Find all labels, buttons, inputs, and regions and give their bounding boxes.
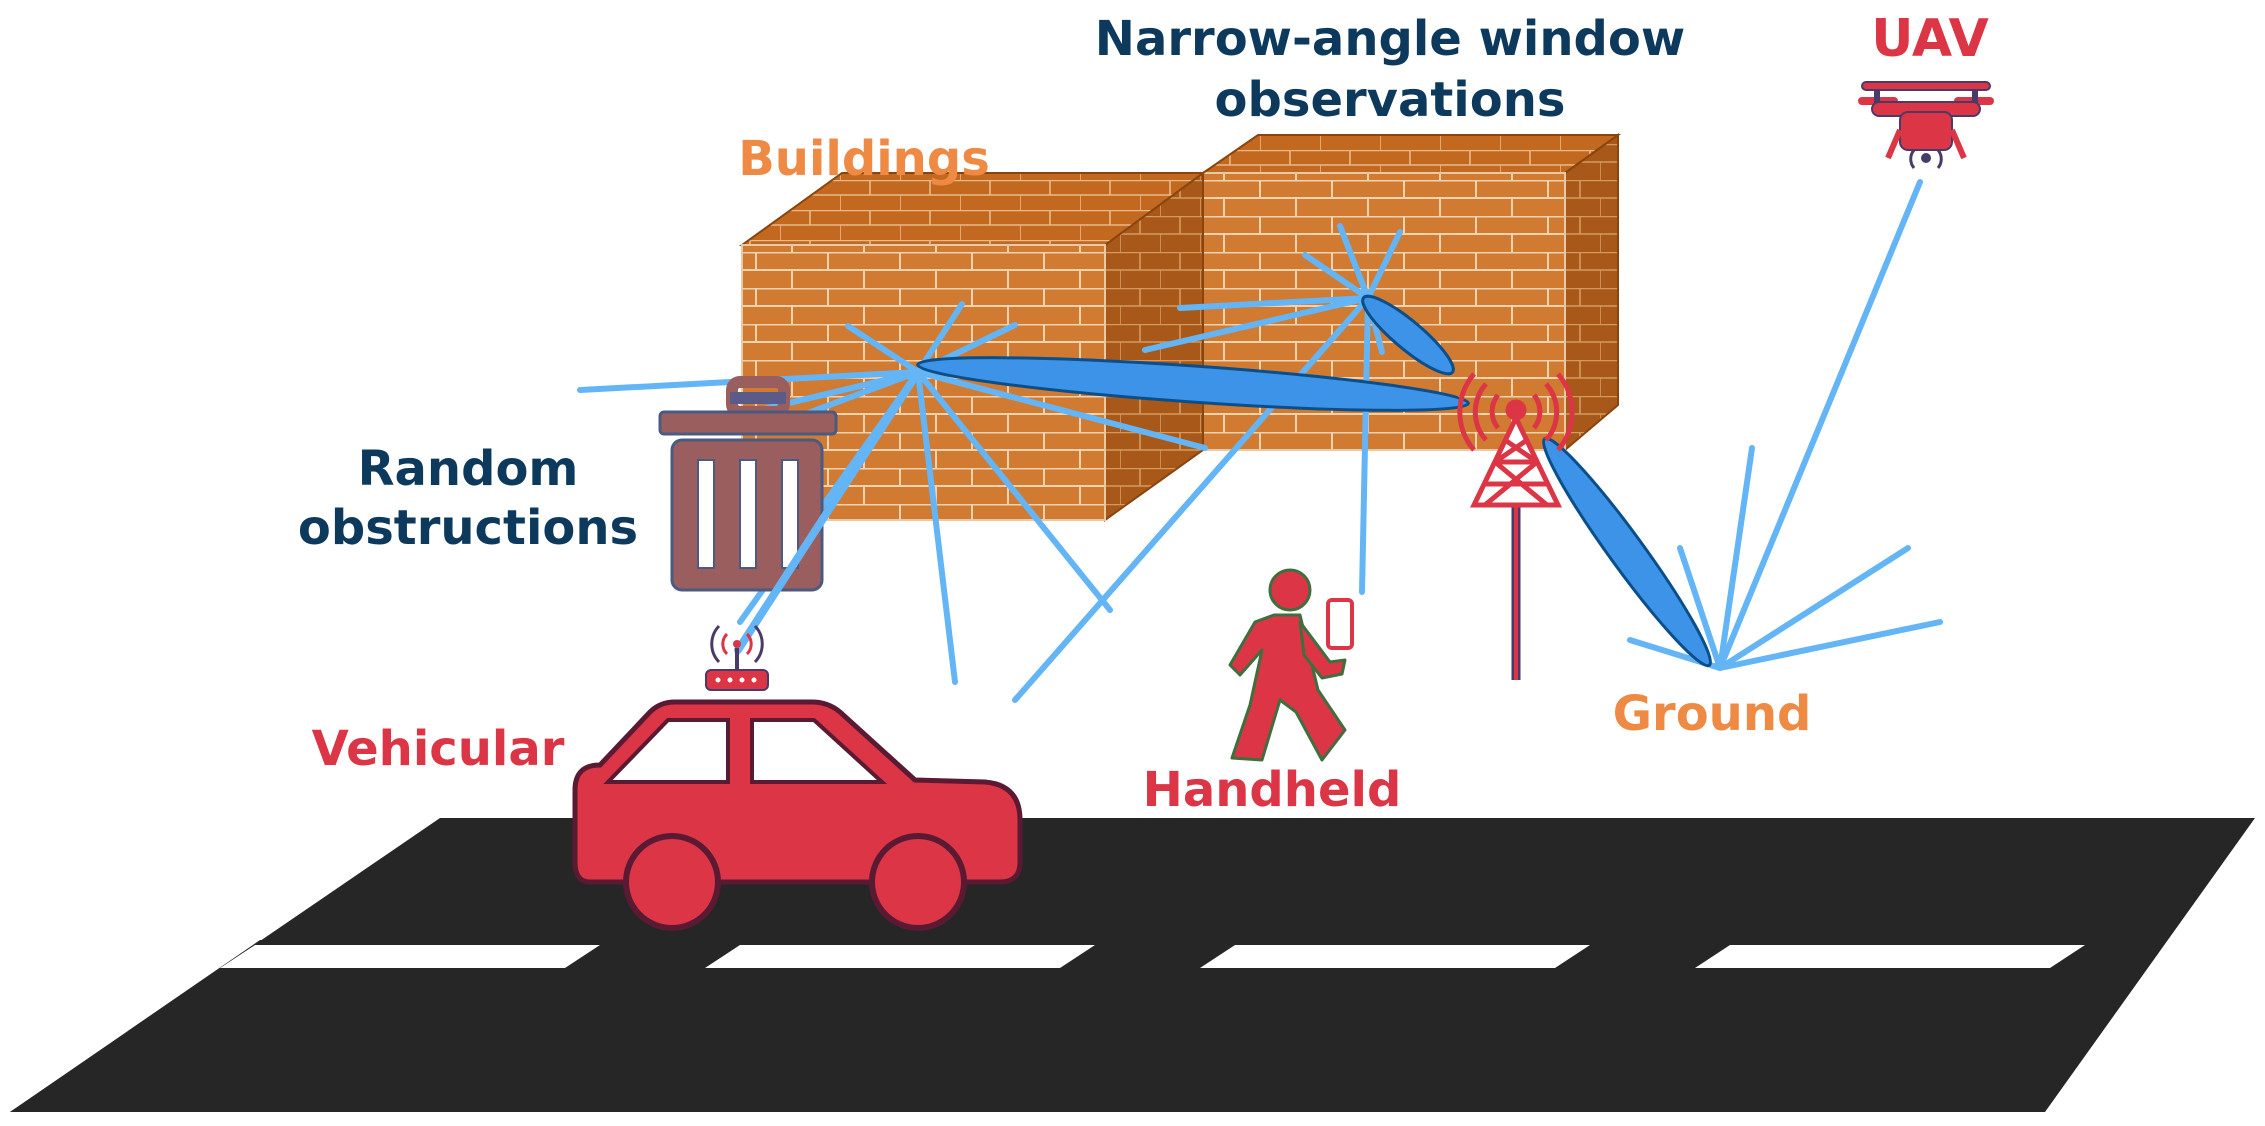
beam-between-buildings [916,356,1470,412]
lane-marking [1695,945,2085,968]
labels: Narrow-angle window observations UAV Bui… [298,9,1989,818]
narrow-beams [916,294,1712,668]
pedestrian-phone-icon [1228,568,1354,762]
beam-to-tower [1361,294,1455,376]
trash-bin-icon [658,376,838,592]
vehicle-ray [734,368,922,654]
scattered-rays [577,179,1943,703]
lane-marking [1200,945,1590,968]
buildings [738,133,1622,522]
narrow-angle-label-line2: observations [1215,72,1566,128]
vehicular-label: Vehicular [312,721,565,777]
handheld-label: Handheld [1143,762,1402,818]
lane-marking [220,945,600,968]
uav-drone-icon [1858,81,1994,169]
beam-tower-to-ground [1542,436,1712,668]
uav-label: UAV [1871,9,1989,69]
road-background-strip [10,940,2100,1112]
lane-marking [705,945,1095,968]
ground-label: Ground [1613,686,1812,742]
building-back-top [1199,134,1622,174]
car-icon [572,699,1023,931]
narrow-angle-label-line1: Narrow-angle window [1095,11,1685,67]
cell-tower-icon [1457,372,1575,680]
road [10,818,2255,1112]
buildings-label: Buildings [738,131,990,187]
random-obstructions-label-line1: Random [358,441,579,497]
router-icon [705,624,769,691]
random-obstructions-label-line2: obstructions [298,500,638,556]
